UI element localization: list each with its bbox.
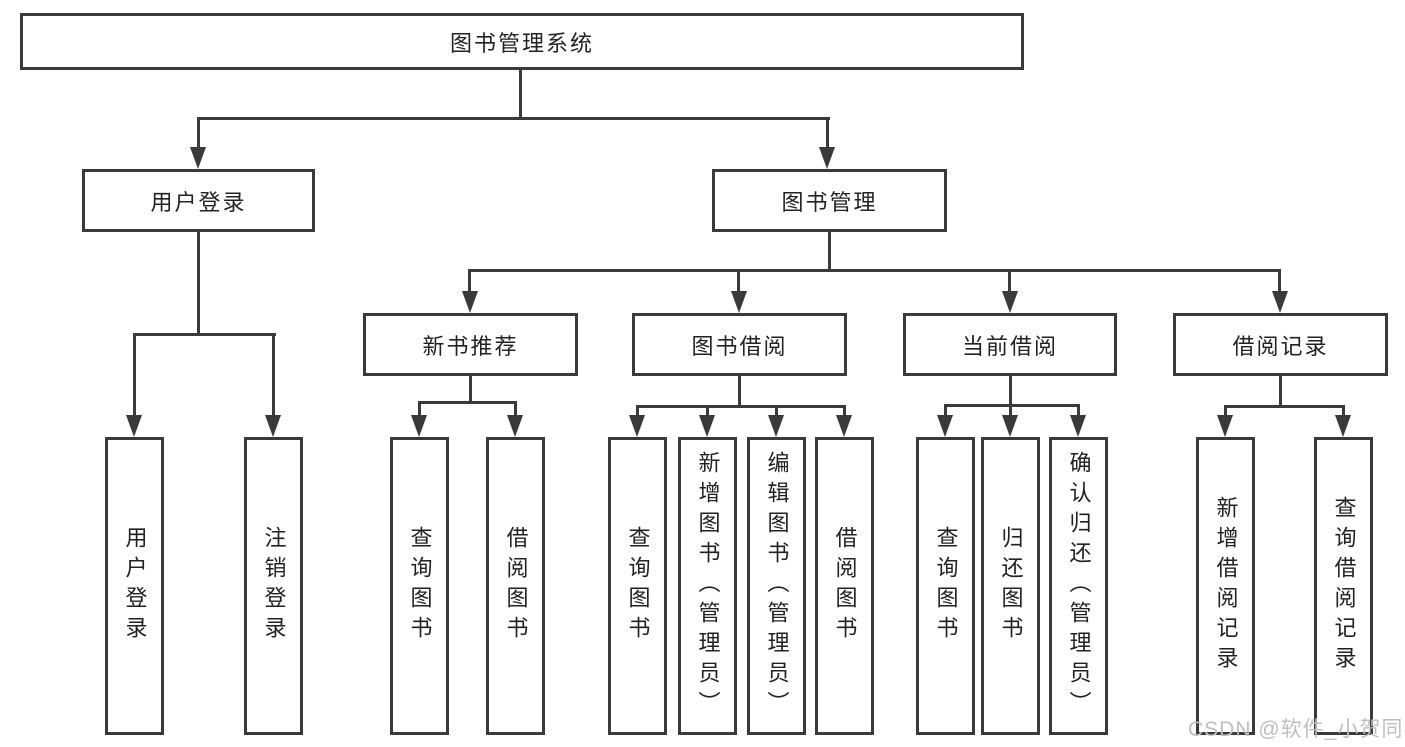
arrowhead-down (731, 291, 747, 313)
v-line (1342, 405, 1345, 416)
leaf-confirm-return-admin: 确认归还（管理员） (1049, 437, 1108, 735)
v-line (1009, 404, 1012, 416)
leaf-user-login: 用户登录 (105, 437, 164, 735)
leaf-query-book-recommend: 查询图书 (390, 437, 449, 735)
v-line (636, 405, 639, 416)
arrowhead-down (937, 415, 953, 437)
node-user-login: 用户登录 (82, 169, 315, 232)
leaf-label: 借阅图书 (503, 526, 529, 646)
node-library-system: 图书管理系统 (20, 13, 1024, 70)
h-line (197, 117, 830, 120)
v-line (737, 269, 740, 295)
node-label: 新书推荐 (422, 333, 519, 359)
csdn-watermark: CSDN @软件_小贺同学 (1188, 718, 1405, 741)
arrowhead-down (819, 147, 835, 169)
v-line (197, 117, 200, 149)
v-line (133, 333, 136, 415)
v-line (418, 401, 421, 416)
leaf-borrow-book: 借阅图书 (815, 437, 874, 735)
arrowhead-down (768, 415, 784, 437)
v-line (1008, 269, 1011, 295)
arrowhead-down (265, 415, 281, 437)
v-line (1009, 376, 1012, 406)
v-line (272, 333, 275, 415)
h-line (636, 405, 845, 408)
v-line (1278, 269, 1281, 295)
h-line (133, 333, 276, 336)
h-line (944, 404, 1080, 407)
leaf-label: 新增图书（管理员） (695, 451, 721, 721)
arrowhead-down (1272, 291, 1288, 313)
arrowhead-down (1217, 415, 1233, 437)
leaf-label: 查询图书 (407, 526, 433, 646)
leaf-query-book-current: 查询图书 (916, 437, 975, 735)
v-line (469, 376, 472, 403)
node-book-management: 图书管理 (712, 169, 947, 232)
h-line (469, 269, 1281, 272)
leaf-label: 用户登录 (122, 526, 148, 646)
h-line (418, 401, 517, 404)
v-line (1077, 404, 1080, 416)
v-line (738, 376, 741, 407)
arrowhead-down (126, 415, 142, 437)
node-label: 图书管理系统 (449, 30, 594, 56)
leaf-label: 查询图书 (625, 526, 651, 646)
node-book-borrow: 图书借阅 (632, 313, 847, 376)
v-line (514, 401, 517, 416)
arrowhead-down (507, 415, 523, 437)
v-line (944, 404, 947, 416)
leaf-logout-login: 注销登录 (244, 437, 303, 735)
leaf-add-borrow-record: 新增借阅记录 (1196, 437, 1255, 735)
leaf-label: 查询图书 (933, 526, 959, 646)
leaf-edit-book-admin: 编辑图书（管理员） (747, 437, 806, 735)
arrowhead-down (629, 415, 645, 437)
arrowhead-down (1335, 415, 1351, 437)
leaf-label: 查询借阅记录 (1331, 496, 1357, 676)
v-line (826, 117, 829, 149)
h-line (1224, 405, 1345, 408)
node-label: 用户登录 (150, 189, 247, 215)
node-new-book-recommend: 新书推荐 (363, 313, 578, 376)
leaf-label: 确认归还（管理员） (1066, 451, 1092, 721)
leaf-borrow-book-recommend: 借阅图书 (486, 437, 545, 735)
arrowhead-down (1002, 415, 1018, 437)
arrowhead-down (1070, 415, 1086, 437)
node-label: 借阅记录 (1232, 333, 1329, 359)
node-label: 当前借阅 (961, 333, 1058, 359)
v-line (468, 269, 471, 295)
arrowhead-down (699, 415, 715, 437)
leaf-label: 注销登录 (261, 526, 287, 646)
leaf-label: 编辑图书（管理员） (764, 451, 790, 721)
v-line (828, 232, 831, 271)
arrowhead-down (190, 147, 206, 169)
leaf-label: 归还图书 (998, 526, 1024, 646)
node-current-borrow: 当前借阅 (903, 313, 1117, 376)
arrowhead-down (462, 291, 478, 313)
node-label: 图书借阅 (691, 333, 788, 359)
leaf-add-book-admin: 新增图书（管理员） (678, 437, 737, 735)
arrowhead-down (836, 415, 852, 437)
leaf-label: 借阅图书 (832, 526, 858, 646)
leaf-return-book: 归还图书 (981, 437, 1040, 735)
arrowhead-down (411, 415, 427, 437)
arrowhead-down (1002, 291, 1018, 313)
v-line (1279, 376, 1282, 407)
v-line (706, 405, 709, 416)
leaf-label: 新增借阅记录 (1213, 496, 1239, 676)
v-line (197, 232, 200, 335)
leaf-query-borrow-record: 查询借阅记录 (1314, 437, 1373, 735)
leaf-query-book-borrow: 查询图书 (608, 437, 667, 735)
v-line (1224, 405, 1227, 416)
v-line (843, 405, 846, 416)
v-line (775, 405, 778, 416)
node-borrow-records: 借阅记录 (1173, 313, 1388, 376)
v-line (519, 66, 522, 119)
node-label: 图书管理 (781, 189, 878, 215)
